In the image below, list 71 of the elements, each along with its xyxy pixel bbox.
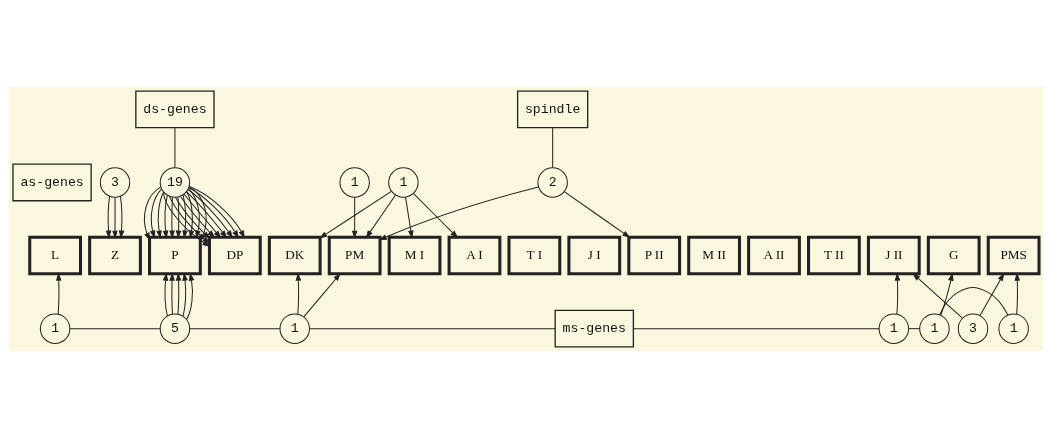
node-circle: 1 bbox=[279, 312, 310, 344]
node-box: J II bbox=[866, 235, 921, 275]
connector bbox=[174, 126, 176, 168]
node-box: ms-genes bbox=[554, 309, 635, 348]
node-circle: 1 bbox=[388, 166, 419, 198]
arrow bbox=[894, 272, 901, 315]
arrow bbox=[378, 185, 539, 240]
node-box: T II bbox=[807, 235, 861, 275]
arrow bbox=[162, 272, 169, 316]
connector bbox=[189, 327, 281, 329]
connector bbox=[309, 327, 556, 329]
node-box: A II bbox=[747, 235, 801, 275]
node-circle: 3 bbox=[957, 312, 989, 344]
arrow bbox=[295, 272, 302, 315]
node-circle: 1 bbox=[39, 312, 71, 344]
connector bbox=[939, 286, 1009, 315]
arrow bbox=[118, 195, 125, 239]
arrow bbox=[55, 272, 62, 315]
arrow bbox=[156, 190, 165, 239]
node-box: Z bbox=[88, 235, 142, 275]
node-box: as-genes bbox=[12, 163, 92, 201]
arrow bbox=[169, 272, 175, 315]
node-box: P II bbox=[627, 235, 682, 275]
node-box: PM bbox=[327, 235, 382, 275]
node-box: A I bbox=[447, 235, 502, 275]
node-box: spindle bbox=[516, 89, 589, 128]
node-circle: 19 bbox=[159, 166, 191, 198]
arrow bbox=[319, 190, 392, 239]
node-circle: 1 bbox=[878, 312, 910, 344]
connector bbox=[69, 327, 161, 329]
arrow bbox=[351, 196, 358, 239]
node-box: ds-genes bbox=[135, 89, 215, 128]
arrow bbox=[912, 272, 963, 318]
arrow bbox=[182, 272, 188, 317]
connector bbox=[552, 126, 554, 168]
node-box: DP bbox=[207, 235, 262, 275]
arrow bbox=[186, 272, 195, 320]
node-box: L bbox=[28, 235, 83, 275]
connector bbox=[632, 327, 880, 329]
arrow bbox=[413, 192, 459, 238]
arrow bbox=[175, 272, 182, 315]
arrow bbox=[162, 194, 169, 239]
node-box: PMS bbox=[986, 235, 1041, 275]
node-circle: 1 bbox=[919, 312, 950, 344]
arrow bbox=[563, 190, 631, 238]
node-circle: 1 bbox=[998, 312, 1029, 344]
arrow bbox=[144, 186, 162, 241]
arrow bbox=[303, 272, 341, 317]
node-box: P bbox=[148, 235, 202, 275]
node-box: T I bbox=[507, 235, 562, 275]
node-circle: 5 bbox=[159, 312, 191, 344]
arrow bbox=[182, 193, 188, 239]
node-circle: 3 bbox=[99, 166, 131, 198]
arrow bbox=[105, 195, 112, 239]
arrow bbox=[169, 196, 175, 239]
arrow bbox=[112, 196, 118, 239]
node-circle: 1 bbox=[339, 166, 370, 198]
node-circle: 2 bbox=[537, 166, 568, 198]
arrow bbox=[979, 272, 1005, 316]
node-box: J I bbox=[567, 235, 622, 275]
arrow bbox=[940, 272, 954, 315]
connector bbox=[908, 327, 921, 329]
arrow bbox=[405, 196, 414, 239]
arrow bbox=[149, 188, 162, 238]
node-box: M II bbox=[687, 235, 741, 275]
node-box: M I bbox=[387, 235, 442, 275]
arrow bbox=[1014, 272, 1021, 315]
arrow bbox=[365, 194, 396, 238]
node-box: DK bbox=[267, 235, 322, 275]
node-box: G bbox=[926, 235, 981, 275]
arrow bbox=[175, 196, 182, 239]
